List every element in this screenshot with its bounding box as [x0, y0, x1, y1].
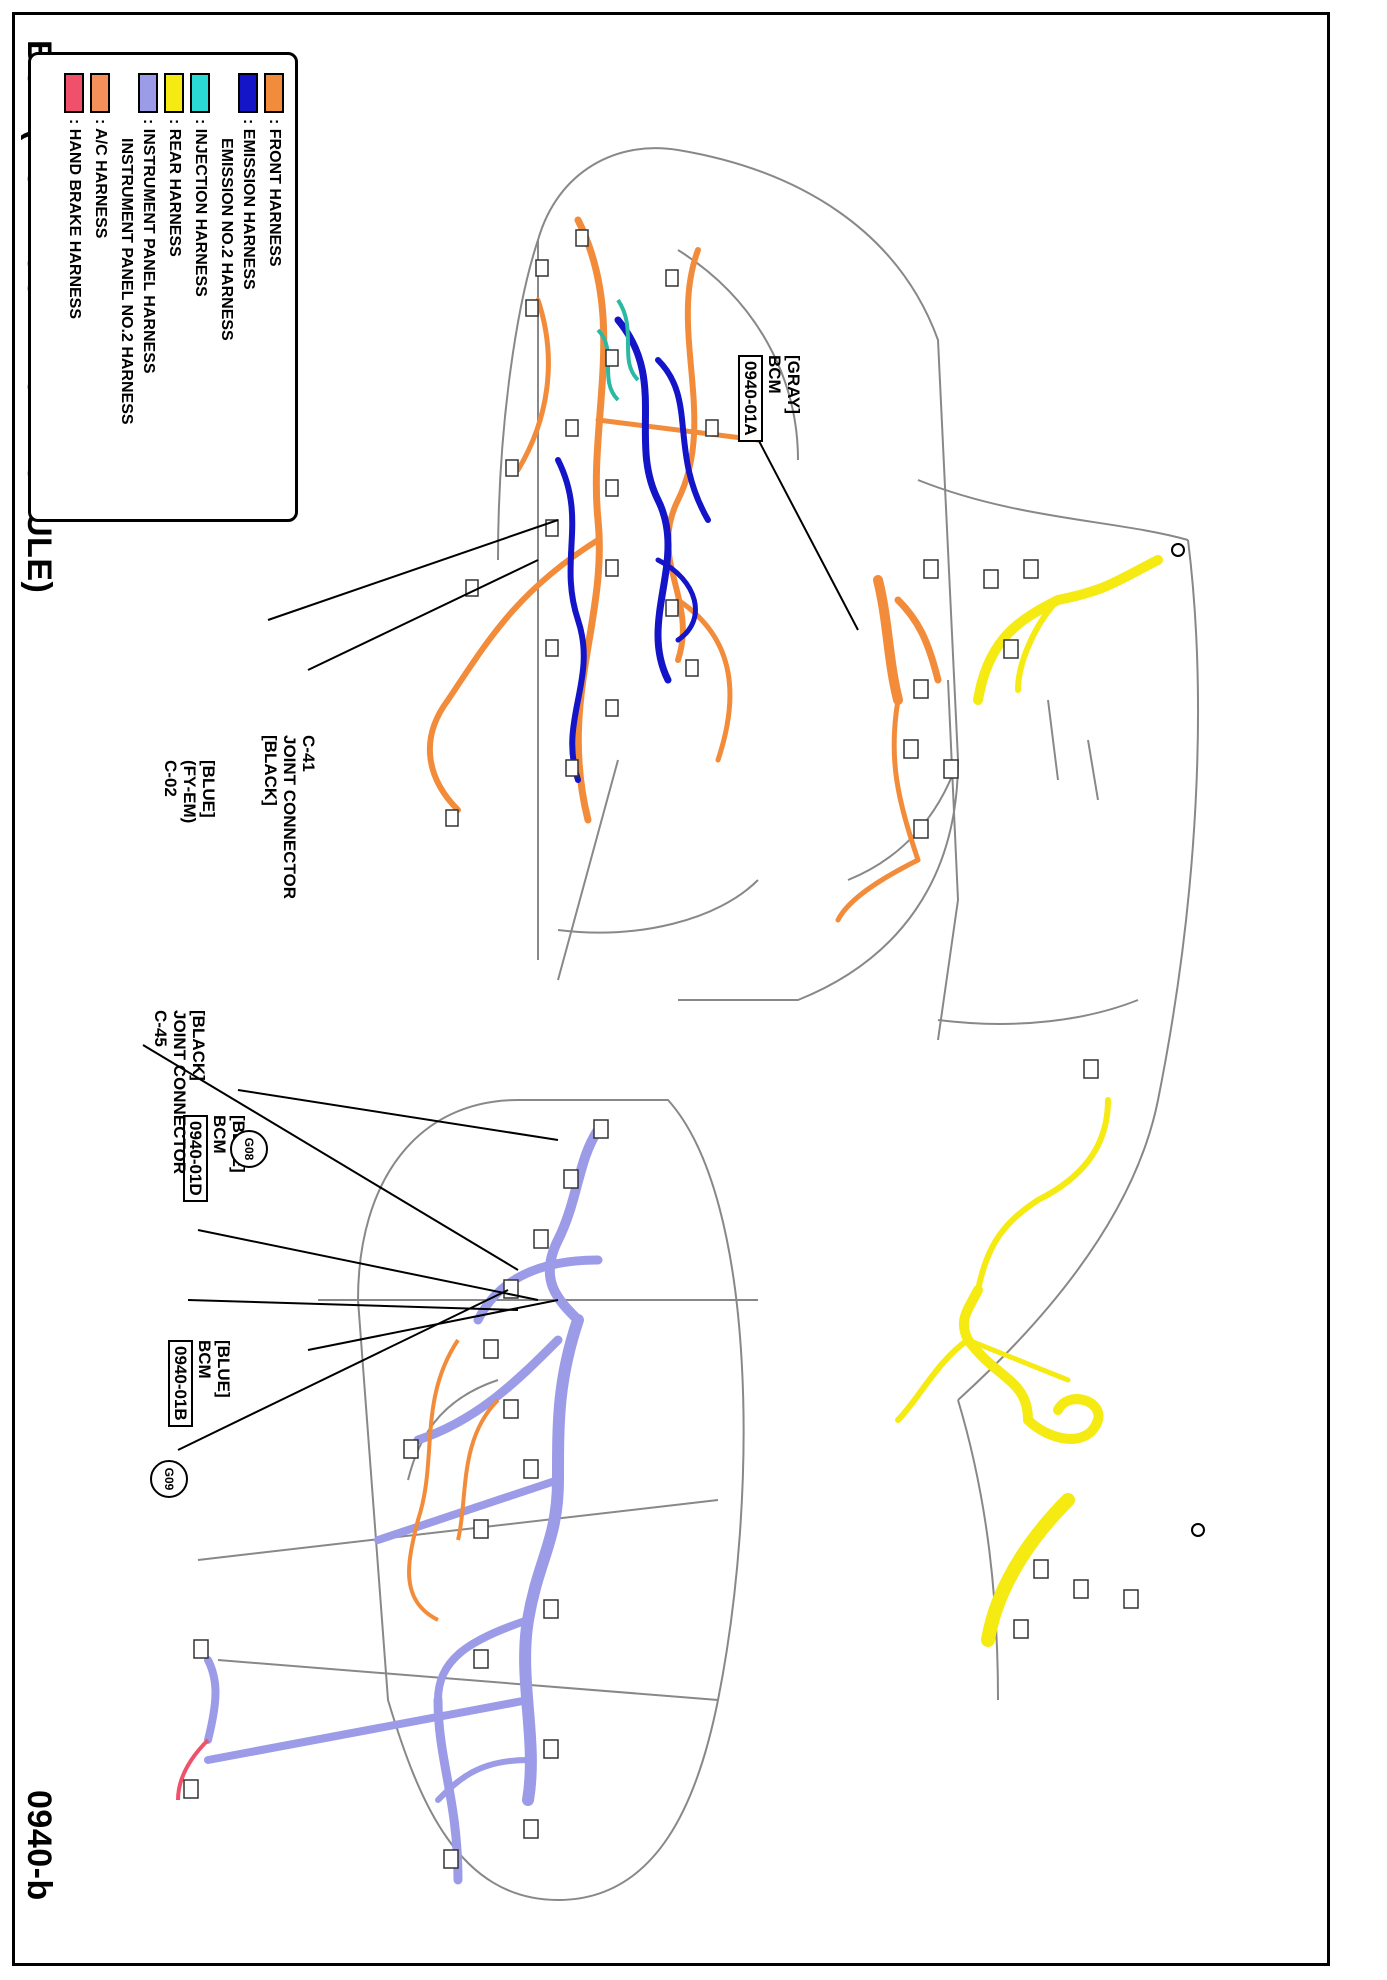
callout-bcm-a-type: BCM	[765, 355, 784, 394]
callout-c02-type: (FY-EM)	[180, 760, 199, 824]
legend-label-injection: : INJECTION HARNESS	[192, 119, 209, 297]
callout-c45-type: JOINT CONNECTOR	[170, 1010, 189, 1175]
engine-leader-lines	[267, 519, 559, 671]
callout-bcm-b-code: 0940-01B	[168, 1340, 193, 1427]
callout-bcm-b-type: BCM	[195, 1340, 214, 1379]
dash-connectors	[183, 1119, 609, 1869]
harness-legend: : FRONT HARNESS : EMISSION HARNESS EMISS…	[28, 52, 298, 522]
legend-label-hand-brake: : HAND BRAKE HARNESS	[66, 119, 83, 320]
callout-c41-type: JOINT CONNECTOR	[280, 735, 299, 900]
callout-c41-color: [BLACK]	[261, 735, 280, 806]
legend-swatch-ac	[90, 73, 110, 113]
page-code: 0940-b	[20, 1790, 58, 1901]
ac-harness-middle	[835, 575, 942, 923]
callout-c02-id: C-02	[161, 760, 180, 797]
engine-connectors	[445, 229, 719, 827]
callout-bcm-d-type: BCM	[210, 1115, 229, 1154]
engine-bay-outline	[497, 147, 960, 1001]
callout-c02-color: [BLUE]	[199, 760, 218, 818]
callout-c45-color: [BLACK]	[189, 1010, 208, 1081]
legend-swatch-front	[264, 73, 284, 113]
hand-brake-harness	[176, 1738, 210, 1801]
legend-item-hand-brake: : HAND BRAKE HARNESS	[63, 73, 85, 319]
wiring-illustrations	[142, 147, 1205, 1902]
callout-c45-id: C-45	[151, 1010, 170, 1047]
middle-ground-rings	[1171, 543, 1205, 1537]
callout-bcm-a-code: 0940-01A	[738, 355, 763, 442]
legend-item-front: : FRONT HARNESS	[263, 73, 285, 267]
legend-item-ac: : A/C HARNESS	[89, 73, 111, 238]
callout-c41: C-41 JOINT CONNECTOR [BLACK]	[261, 735, 318, 899]
ground-g08: G08	[230, 1130, 268, 1168]
ac-harness-dash	[407, 1338, 500, 1622]
legend-swatch-rear	[164, 73, 184, 113]
legend-label-rear: : REAR HARNESS	[166, 119, 183, 257]
dash-leader-lines	[142, 1044, 559, 1451]
legend-item-instrument-panel: : INSTRUMENT PANEL HARNESS	[137, 73, 159, 374]
legend-swatch-emission	[238, 73, 258, 113]
legend-item-injection: : INJECTION HARNESS	[189, 73, 211, 297]
legend-label-front: : FRONT HARNESS	[266, 119, 283, 267]
callout-bcm-a-color: [GRAY]	[784, 355, 803, 414]
middle-connectors	[903, 559, 1139, 1639]
callout-c41-id: C-41	[299, 735, 318, 772]
legend-swatch-instrument-panel	[138, 73, 158, 113]
legend-item-emission: : EMISSION HARNESS	[237, 73, 259, 290]
callout-bcm-a: [GRAY] BCM 0940-01A	[738, 355, 803, 442]
callout-bcm-b: [BLUE] BCM 0940-01B	[168, 1340, 233, 1427]
callout-bcm-b-color: [BLUE]	[214, 1340, 233, 1398]
rear-harness-middle	[895, 555, 1163, 1647]
legend-swatch-injection	[190, 73, 210, 113]
instrument-panel-harness	[204, 1125, 603, 1885]
legend-label-instrument-panel: : INSTRUMENT PANEL HARNESS	[140, 119, 157, 374]
ground-g09: G09	[150, 1460, 188, 1498]
middle-leader-lines	[747, 419, 859, 631]
legend-item-rear: : REAR HARNESS	[163, 73, 185, 257]
callout-c02: [BLUE] (FY-EM) C-02	[161, 760, 218, 823]
emission-harness-engine	[555, 316, 711, 783]
dash-outline	[197, 1099, 758, 1902]
diagram-sheet: BCM (BODY CONTROL MODULE) 0940-b [BLUE] …	[20, 40, 1205, 1902]
page-frame	[12, 12, 1330, 1966]
legend-label-emission: : EMISSION HARNESS	[240, 119, 257, 290]
legend-label-ac: : A/C HARNESS	[92, 119, 109, 239]
callout-c45: [BLACK] JOINT CONNECTOR C-45	[151, 1010, 208, 1174]
legend-label-emission-no2: EMISSION NO.2 HARNESS	[218, 138, 235, 341]
legend-swatch-hand-brake	[64, 73, 84, 113]
console-outline	[917, 479, 1199, 1701]
legend-label-instrument-panel-no2: INSTRUMENT PANEL NO.2 HARNESS	[118, 138, 135, 425]
